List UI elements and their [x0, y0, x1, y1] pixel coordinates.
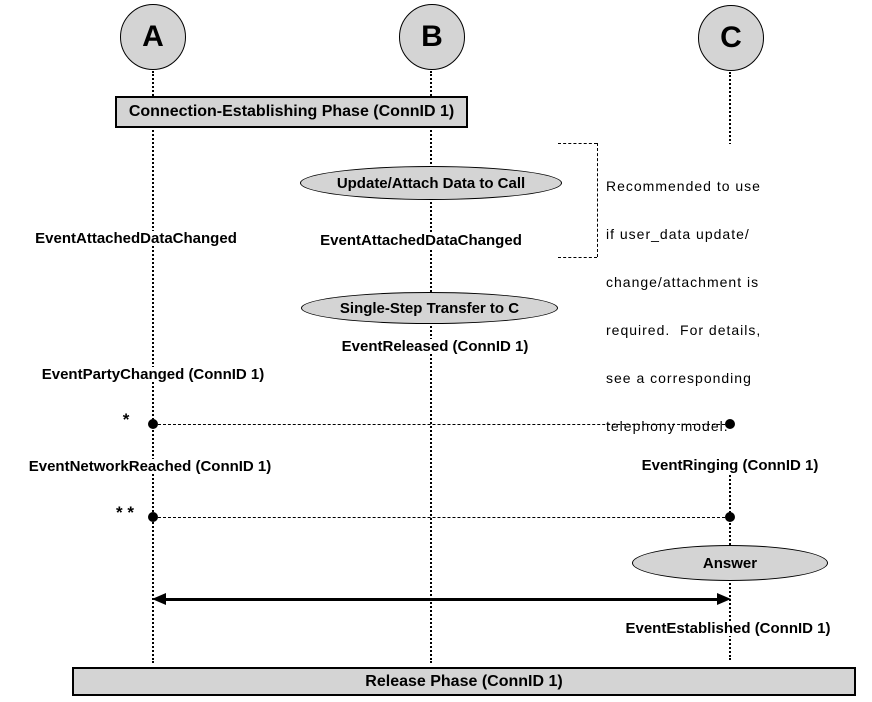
note-bracket-side — [597, 143, 598, 257]
event-established: EventEstablished (ConnID 1) — [623, 620, 833, 637]
event-ringing: EventRinging (ConnID 1) — [639, 457, 821, 474]
note: Recommended to use if user_data update/ … — [606, 144, 766, 468]
release-banner-label: Release Phase (ConnID 1) — [365, 672, 563, 690]
note-line: see a corresponding — [606, 370, 752, 386]
note-line: Recommended to use — [606, 178, 761, 194]
note-line: telephony model. — [606, 418, 729, 434]
action-label: Answer — [702, 554, 758, 572]
event-attached-data-changed-a: EventAttachedDataChanged — [33, 230, 239, 247]
connection-arrow — [165, 598, 718, 601]
phase-banner: Connection-Establishing Phase (ConnID 1) — [115, 96, 468, 128]
arrowhead-left-icon — [152, 593, 166, 605]
actor-c-label: C — [720, 21, 742, 54]
event-network-reached: EventNetworkReached (ConnID 1) — [26, 458, 274, 475]
action-answer: Answer — [632, 545, 828, 581]
asterisk-marker: * — [122, 410, 130, 429]
endpoint-dot-c1 — [725, 419, 735, 429]
note-bracket-top — [558, 143, 597, 144]
event-party-changed: EventPartyChanged (ConnID 1) — [39, 366, 267, 383]
action-label: Single-Step Transfer to C — [339, 299, 520, 317]
actor-a-label: A — [142, 20, 164, 53]
lifeline-b — [430, 71, 432, 663]
actor-b: B — [399, 4, 465, 70]
note-bracket-bottom — [558, 257, 597, 258]
event-attached-data-changed-b: EventAttachedDataChanged — [318, 232, 524, 249]
dashed-link-2 — [153, 517, 730, 518]
action-label: Update/Attach Data to Call — [336, 174, 526, 192]
endpoint-dot-c2 — [725, 512, 735, 522]
actor-c: C — [698, 5, 764, 71]
release-banner: Release Phase (ConnID 1) — [72, 667, 856, 696]
event-released: EventReleased (ConnID 1) — [339, 338, 531, 355]
endpoint-dot-a2 — [148, 512, 158, 522]
endpoint-dot-a1 — [148, 419, 158, 429]
action-update-attach-data: Update/Attach Data to Call — [300, 166, 562, 200]
note-line: if user_data update/ — [606, 226, 750, 242]
dashed-link-1 — [153, 424, 730, 425]
note-line: change/attachment is — [606, 274, 760, 290]
double-asterisk-marker: * * — [116, 503, 134, 522]
note-line: required. For details, — [606, 322, 762, 338]
action-single-step-transfer: Single-Step Transfer to C — [301, 292, 558, 324]
phase-banner-label: Connection-Establishing Phase (ConnID 1) — [128, 103, 455, 120]
actor-a: A — [120, 4, 186, 70]
arrowhead-right-icon — [717, 593, 731, 605]
actor-b-label: B — [421, 20, 443, 53]
